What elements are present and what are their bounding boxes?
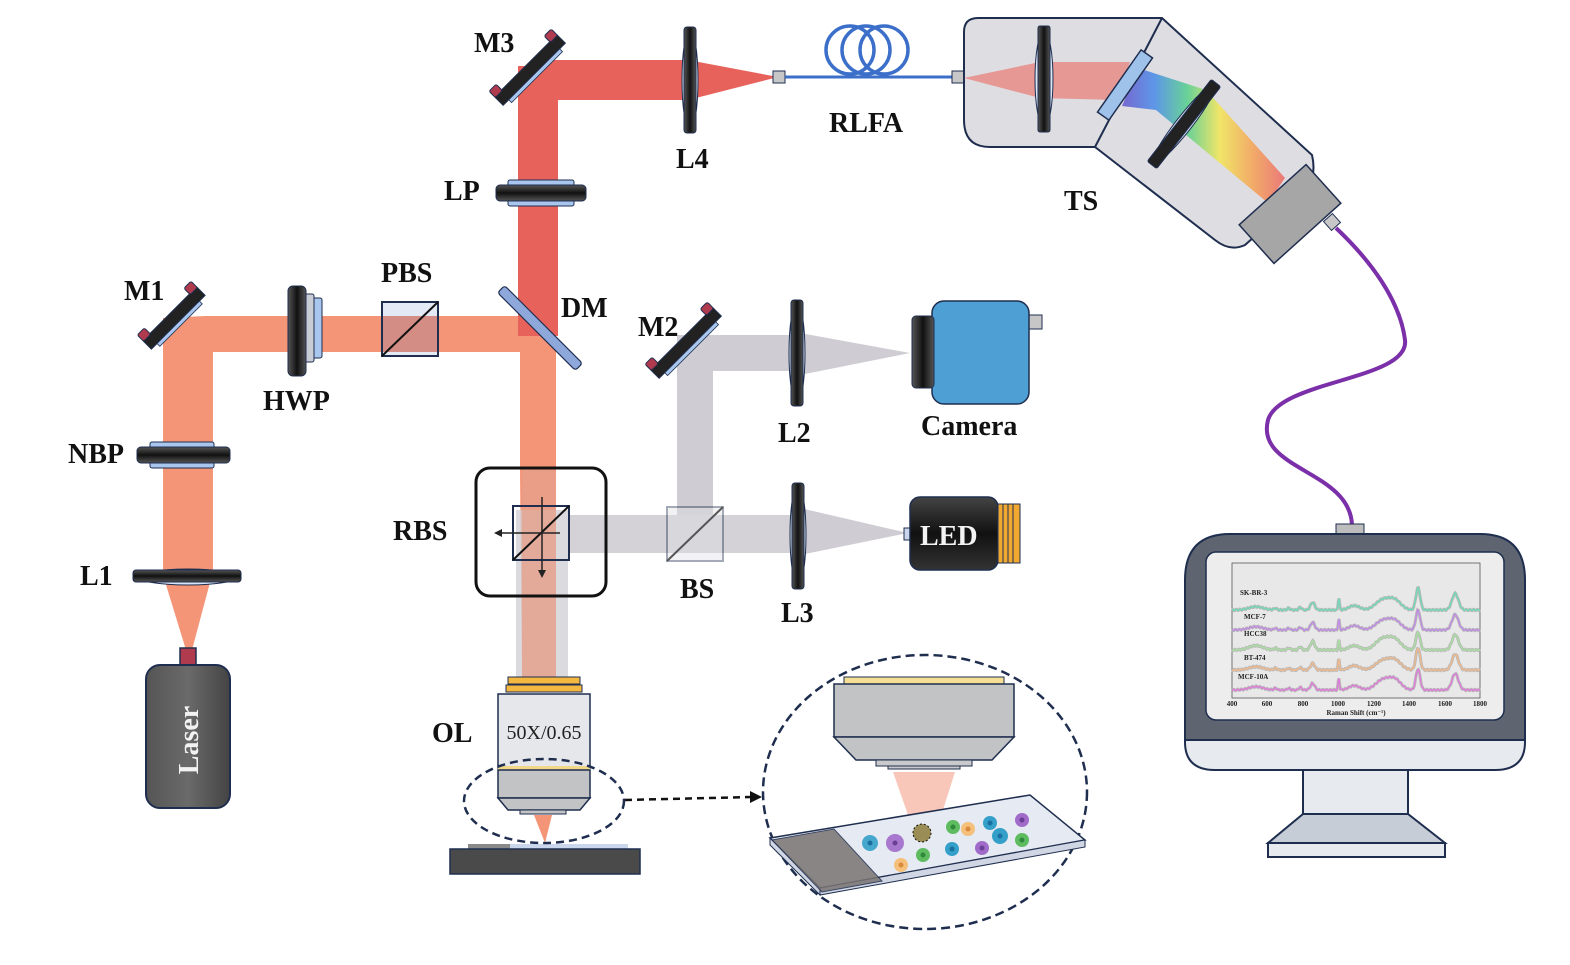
beamsplitter-pbs [381,301,439,357]
label-ol: OL [432,718,472,749]
lens-l2 [788,299,806,407]
series-line-mcf-10a [1231,668,1481,692]
x-tick: 1600 [1438,700,1453,708]
x-tick: 400 [1227,700,1238,708]
excitation-beam-horizontal [163,316,520,352]
series-label: MCF-7 [1244,613,1266,621]
zoom-arrow [624,795,753,802]
label-lp: LP [444,176,480,207]
dispersed-spectrum [1122,68,1285,203]
x-tick: 1400 [1402,700,1417,708]
series-label: BT-474 [1244,654,1266,662]
series-label: HCC38 [1244,630,1267,638]
objective-spec: 50X/0.65 [507,722,582,744]
label-bs: BS [680,574,714,605]
label-l2: L2 [778,418,811,449]
raman-beam-horizontal [540,60,688,100]
led-source: LED [903,496,1021,571]
laser-label: Laser [174,706,205,774]
x-tick: 1000 [1331,700,1346,708]
mirror-m3 [489,29,567,107]
laser-source: Laser [145,647,231,809]
series-line-mcf-7 [1231,608,1481,632]
x-tick: 1800 [1473,700,1488,708]
label-rbs: RBS [393,516,447,547]
focus-cone [534,815,552,843]
series-line-hcc38 [1231,631,1481,652]
removable-beamsplitter-rbs[interactable] [474,466,608,598]
objective-ol: 50X/0.65 [496,676,592,815]
x-tick: 800 [1298,700,1309,708]
camera-beam-cone [800,333,910,375]
mirror-m2 [645,302,723,380]
spectrometer-ts [963,17,1342,265]
ccd-detector [1238,163,1342,265]
beamsplitter-bs [666,506,724,562]
label-rlfa: RLFA [829,108,904,139]
label-l3: L3 [781,598,814,629]
screen-x-axis-label: Raman Shift (cm⁻¹) [1326,709,1386,717]
label-dm: DM [561,293,608,324]
led-beam-cone [800,508,908,555]
grating [1096,48,1154,122]
x-tick: 1200 [1367,700,1382,708]
label-l1: L1 [80,561,113,592]
raman-spectra-plot [1230,586,1482,693]
label-pbs: PBS [381,258,432,289]
label-nbp: NBP [68,439,124,470]
series-label: SK-BR-3 [1240,589,1268,597]
excitation-beam-focus [163,575,212,650]
lens-l3 [789,482,807,590]
label-m3: M3 [474,28,514,59]
series-line-sk-br-3 [1231,586,1481,612]
label-m2: M2 [638,312,678,343]
sample-stage [449,844,641,875]
dichroic-mirror-dm [498,286,582,370]
waveplate-hwp [287,285,323,377]
excitation-beam-overlay [522,470,556,680]
filter-nbp [136,441,231,469]
x-tick: 600 [1262,700,1273,708]
label-ts: TS [1064,186,1098,217]
label-l4: L4 [676,144,709,175]
series-label: MCF-10A [1238,673,1268,681]
led-label: LED [920,521,978,552]
label-camera: Camera [921,411,1017,442]
zoom-inset [761,653,1089,931]
signal-cable [1264,226,1408,526]
screen-series-labels: SK-BR-3 MCF-7 HCC38 BT-474 MCF-10A [1238,589,1268,681]
label-m1: M1 [124,276,164,307]
series-line-bt-474 [1231,647,1481,672]
zoom-region-marker [462,757,626,845]
camera [911,300,1043,405]
filter-lp [495,179,587,207]
mirror-m1 [137,281,206,350]
lens-l4 [681,26,699,134]
fiber-rlfa [772,24,965,84]
lens-l1 [132,568,242,586]
raman-beam-focus [688,60,778,100]
label-hwp: HWP [263,386,330,417]
screen-x-ticks: 400 600 800 1000 1200 1400 1600 1800 [1227,700,1488,708]
